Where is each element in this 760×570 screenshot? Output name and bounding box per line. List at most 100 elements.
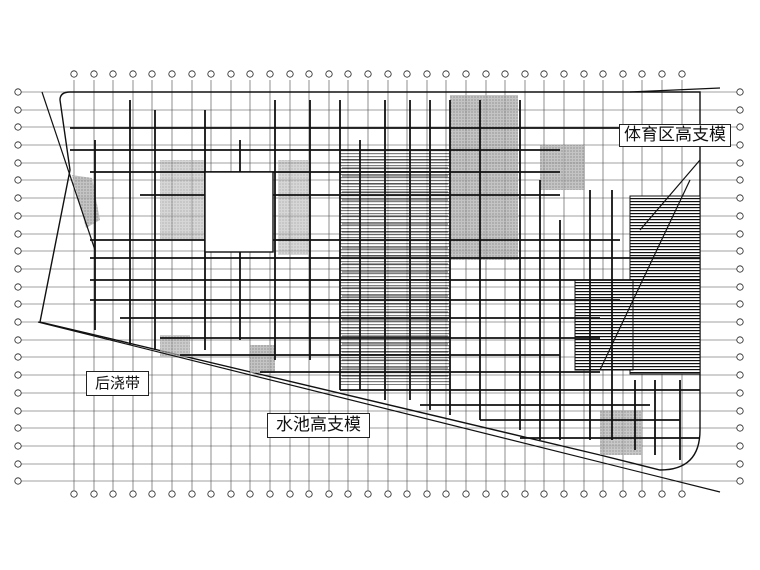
axis-bubble-right <box>736 212 744 220</box>
axis-bubble-top <box>129 70 137 78</box>
axis-bubble-right <box>736 247 744 255</box>
axis-bubble-left <box>14 389 22 397</box>
axis-bubble-top <box>540 70 548 78</box>
axis-bubble-top <box>678 70 686 78</box>
axis-bubble-bottom <box>325 490 333 498</box>
axis-bubble-bottom <box>168 490 176 498</box>
axis-bubble-top <box>384 70 392 78</box>
axis-bubble-right <box>736 176 744 184</box>
axis-bubble-left <box>14 88 22 96</box>
axis-bubble-top <box>168 70 176 78</box>
zone-sports-hatch-west <box>574 279 634 371</box>
axis-bubble-bottom <box>70 490 78 498</box>
zone-shaded-8 <box>160 335 190 357</box>
axis-bubble-right <box>736 230 744 238</box>
axis-bubble-top <box>286 70 294 78</box>
axis-bubble-right <box>736 371 744 379</box>
axis-bubble-bottom <box>482 490 490 498</box>
axis-bubble-left <box>14 212 22 220</box>
axis-bubble-bottom <box>207 490 215 498</box>
axis-bubble-left <box>14 247 22 255</box>
axis-bubble-bottom <box>129 490 137 498</box>
axis-bubble-bottom <box>227 490 235 498</box>
axis-bubble-bottom <box>403 490 411 498</box>
axis-bubble-top <box>344 70 352 78</box>
axis-bubble-bottom <box>501 490 509 498</box>
axis-bubble-bottom <box>266 490 274 498</box>
axis-bubble-top <box>90 70 98 78</box>
axis-bubble-top <box>423 70 431 78</box>
axis-bubble-left <box>14 477 22 485</box>
axis-bubble-bottom <box>423 490 431 498</box>
axis-bubble-top <box>638 70 646 78</box>
axis-bubble-bottom <box>619 490 627 498</box>
post-pour-strip-label: 后浇带 <box>86 371 150 396</box>
axis-bubble-top <box>403 70 411 78</box>
zone-shaded-6 <box>250 345 275 373</box>
zone-shaded-2 <box>160 160 205 240</box>
axis-bubble-right <box>736 265 744 273</box>
axis-bubble-top <box>207 70 215 78</box>
axis-bubble-bottom <box>580 490 588 498</box>
axis-bubble-right <box>736 159 744 167</box>
axis-bubble-top <box>619 70 627 78</box>
axis-bubble-left <box>14 176 22 184</box>
axis-bubble-right <box>736 141 744 149</box>
courtyard-voids <box>204 171 274 253</box>
axis-bubble-bottom <box>286 490 294 498</box>
axis-bubble-top <box>658 70 666 78</box>
axis-bubble-bottom <box>462 490 470 498</box>
axis-bubble-bottom <box>638 490 646 498</box>
axis-bubble-right <box>736 442 744 450</box>
zone-shaded-4 <box>540 145 585 190</box>
axis-bubble-right <box>736 194 744 202</box>
axis-bubble-bottom <box>90 490 98 498</box>
axis-bubble-bottom <box>344 490 352 498</box>
axis-bubble-left <box>14 159 22 167</box>
axis-bubble-top <box>305 70 313 78</box>
axis-bubble-bottom <box>560 490 568 498</box>
courtyard-void-1 <box>204 171 274 253</box>
axis-bubble-left <box>14 318 22 326</box>
axis-bubble-left <box>14 141 22 149</box>
axis-bubble-left <box>14 123 22 131</box>
axis-bubbles <box>14 70 744 498</box>
axis-bubble-right <box>736 477 744 485</box>
axis-bubble-right <box>736 88 744 96</box>
axis-bubble-right <box>736 318 744 326</box>
axis-bubble-left <box>14 460 22 468</box>
axis-bubble-bottom <box>305 490 313 498</box>
axis-bubble-bottom <box>109 490 117 498</box>
axis-bubble-left <box>14 283 22 291</box>
axis-bubble-top <box>188 70 196 78</box>
axis-bubble-right <box>736 123 744 131</box>
pool-zone-label: 水池高支模 <box>267 413 370 438</box>
sports-zone-label: 体育区高支模 <box>619 124 731 147</box>
axis-bubble-top <box>246 70 254 78</box>
axis-bubble-left <box>14 300 22 308</box>
axis-bubble-right <box>736 106 744 114</box>
axis-bubble-bottom <box>384 490 392 498</box>
axis-bubble-top <box>482 70 490 78</box>
axis-bubble-right <box>736 336 744 344</box>
axis-bubble-top <box>521 70 529 78</box>
axis-bubble-bottom <box>521 490 529 498</box>
axis-bubble-bottom <box>188 490 196 498</box>
axis-bubble-top <box>580 70 588 78</box>
axis-bubble-bottom <box>148 490 156 498</box>
axis-bubble-bottom <box>442 490 450 498</box>
axis-bubble-left <box>14 106 22 114</box>
axis-bubble-bottom <box>678 490 686 498</box>
axis-bubble-left <box>14 442 22 450</box>
top-right-diagonal <box>629 87 721 93</box>
axis-bubble-bottom <box>540 490 548 498</box>
building-outline <box>39 91 701 471</box>
axis-bubble-right <box>736 460 744 468</box>
axis-bubble-top <box>560 70 568 78</box>
axis-bubble-left <box>14 353 22 361</box>
zone-shaded-1 <box>450 95 518 260</box>
axis-bubble-top <box>227 70 235 78</box>
post-pour-strip-line <box>37 321 721 493</box>
